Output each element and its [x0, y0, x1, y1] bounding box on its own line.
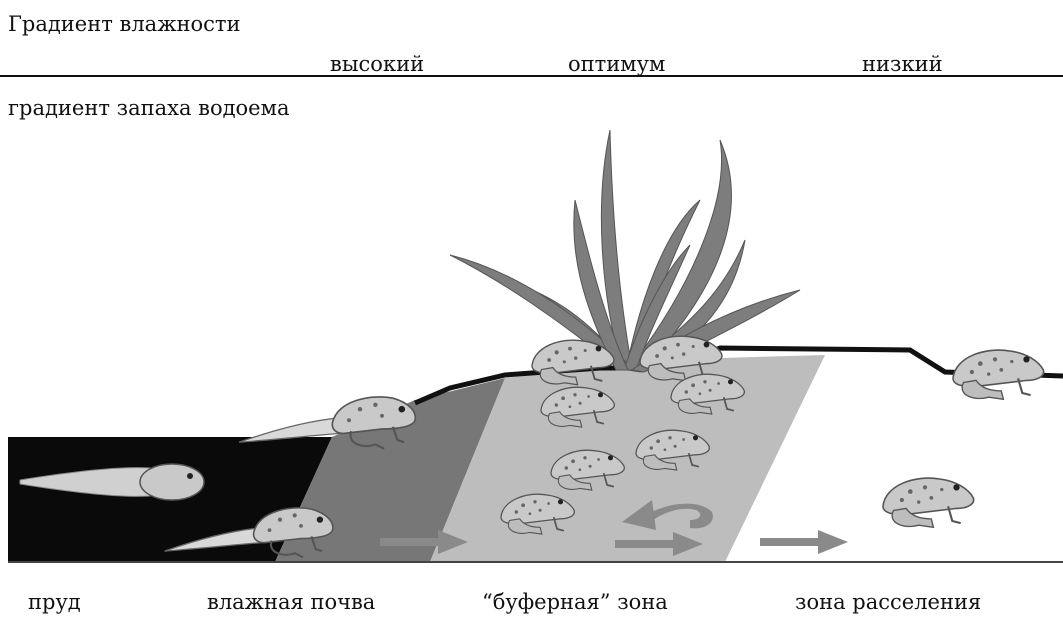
zone-label-buffer: “буферная” зона [482, 592, 668, 613]
dispersal-arrow-icon [760, 530, 848, 554]
zone-label-wet-soil: влажная почва [207, 592, 375, 613]
zone-label-dispersal: зона расселения [795, 592, 981, 613]
zone-label-pond: пруд [28, 592, 81, 613]
frog [883, 478, 974, 527]
grass-clump [450, 130, 800, 372]
frog [953, 350, 1044, 399]
